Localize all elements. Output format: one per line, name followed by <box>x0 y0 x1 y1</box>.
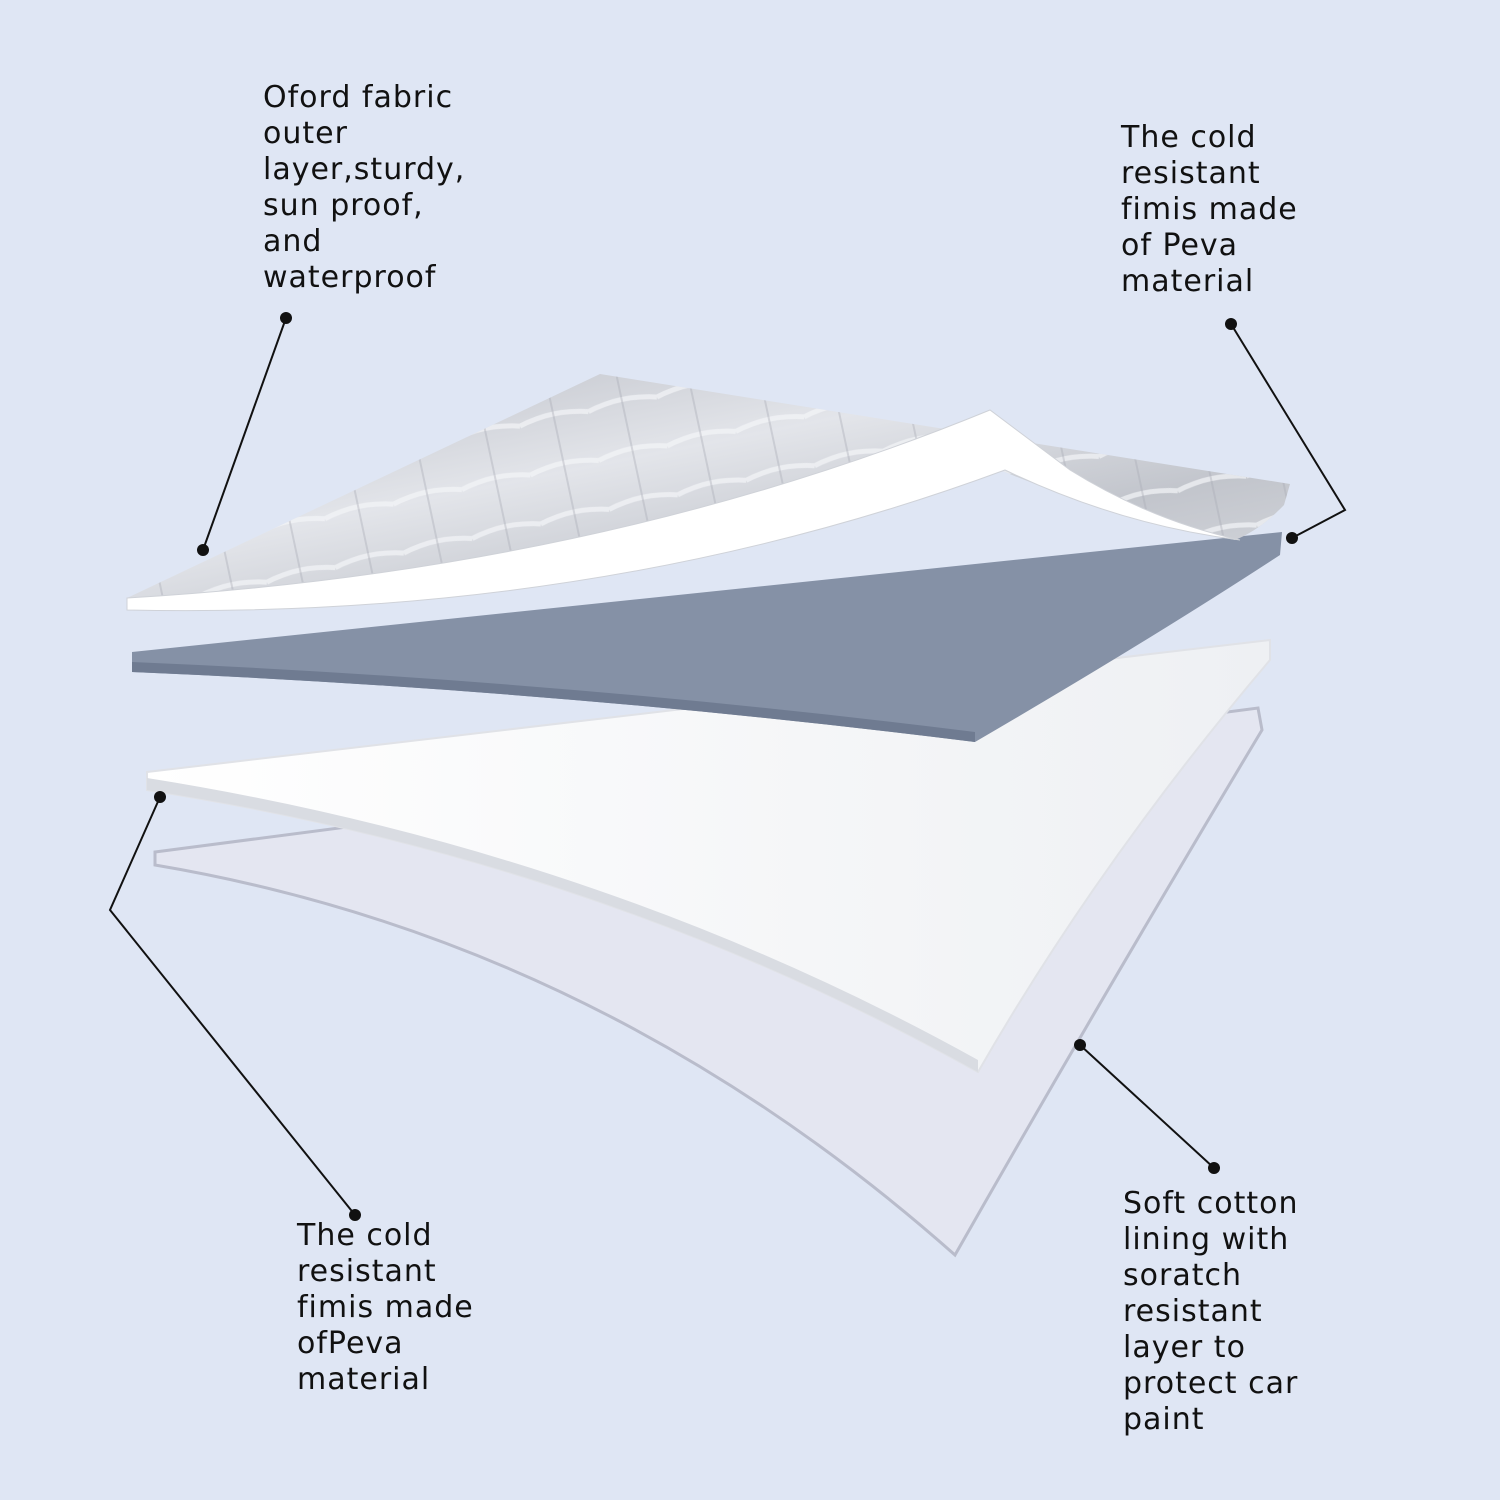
foil-curl-edge <box>126 409 1241 612</box>
label-line: layer to <box>1123 1330 1246 1365</box>
label-line: and <box>263 224 323 259</box>
label-line: fimis made <box>1121 192 1298 227</box>
label-line: The cold <box>1121 120 1257 155</box>
label-line: material <box>297 1362 431 1397</box>
label-line: paint <box>1123 1402 1205 1437</box>
callout-lines <box>108 317 1347 1216</box>
foil-texture <box>127 374 1290 605</box>
label-outer-fabric: Oford fabric outer layer,sturdy, sun pro… <box>263 80 465 296</box>
label-peva-film-top: The cold resistant fimis made of Peva ma… <box>1121 120 1298 300</box>
label-peva-film-bottom: The cold resistant fimis made ofPeva mat… <box>297 1218 474 1398</box>
label-line: outer <box>263 116 348 151</box>
peva-film-layer <box>132 532 1282 742</box>
label-line: resistant <box>1123 1294 1263 1329</box>
label-line: layer,sturdy, <box>263 152 466 187</box>
label-line: waterproof <box>263 260 437 295</box>
callout-dots <box>154 312 1298 1221</box>
label-line: fimis made <box>297 1290 474 1325</box>
label-line: Soft cotton <box>1123 1186 1299 1221</box>
label-line: resistant <box>297 1254 437 1289</box>
label-line: protect car <box>1123 1366 1299 1401</box>
label-cotton-lining: Soft cotton lining with soratch resistan… <box>1123 1186 1298 1438</box>
label-line: material <box>1121 264 1255 299</box>
label-line: ofPeva <box>297 1326 404 1361</box>
peva-edge <box>132 662 975 742</box>
label-line: lining with <box>1123 1222 1290 1257</box>
label-line: of Peva <box>1121 228 1239 263</box>
label-line: sun proof, <box>263 188 424 223</box>
label-line: resistant <box>1121 156 1261 191</box>
label-line: soratch <box>1123 1258 1242 1293</box>
label-line: The cold <box>297 1218 433 1253</box>
label-line: Oford fabric <box>263 80 454 115</box>
